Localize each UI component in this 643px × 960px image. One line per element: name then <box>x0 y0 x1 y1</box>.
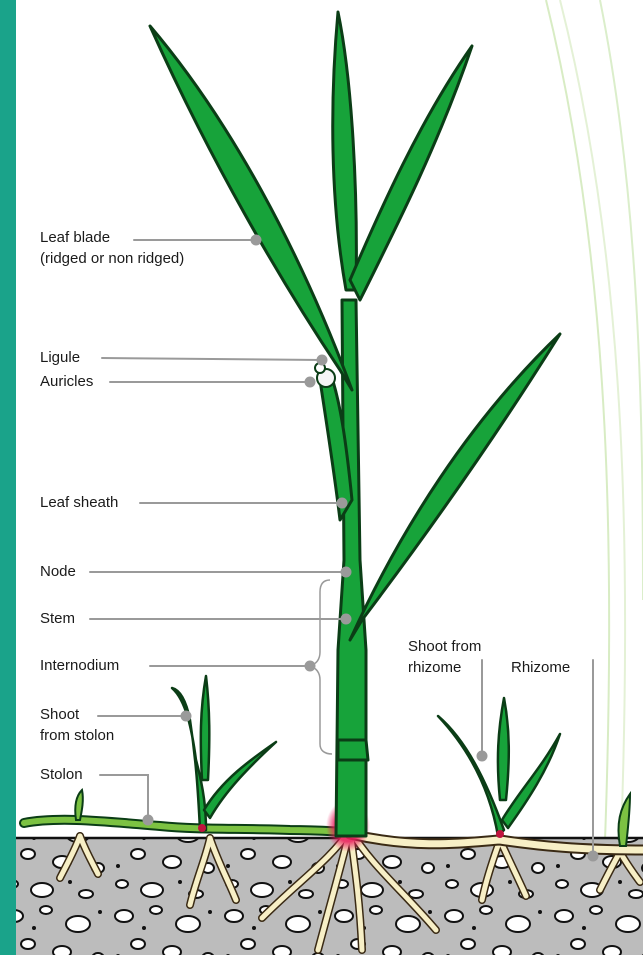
stolon-stem <box>24 820 350 832</box>
main-plant <box>150 12 560 836</box>
label-stolon: Stolon <box>40 764 83 785</box>
label-stem: Stem <box>40 608 75 629</box>
label-shoot-from-rhizome: Shoot from rhizome <box>408 636 481 678</box>
label-leaf-sheath: Leaf sheath <box>40 492 118 513</box>
label-rhizome: Rhizome <box>511 657 570 678</box>
label-leaf-blade: Leaf blade (ridged or non ridged) <box>40 227 184 269</box>
left-tiny-shoot <box>75 790 83 820</box>
label-internodium: Internodium <box>40 655 119 676</box>
ligule-auricles <box>315 363 335 387</box>
stolon-shoot <box>172 676 276 830</box>
rhizome-shoot <box>438 698 560 836</box>
label-shoot-from-stolon: Shoot from stolon <box>40 704 114 746</box>
label-node: Node <box>40 561 76 582</box>
sidebar-bar <box>0 0 16 955</box>
label-ligule: Ligule <box>40 347 80 368</box>
label-auricles: Auricles <box>40 371 93 392</box>
